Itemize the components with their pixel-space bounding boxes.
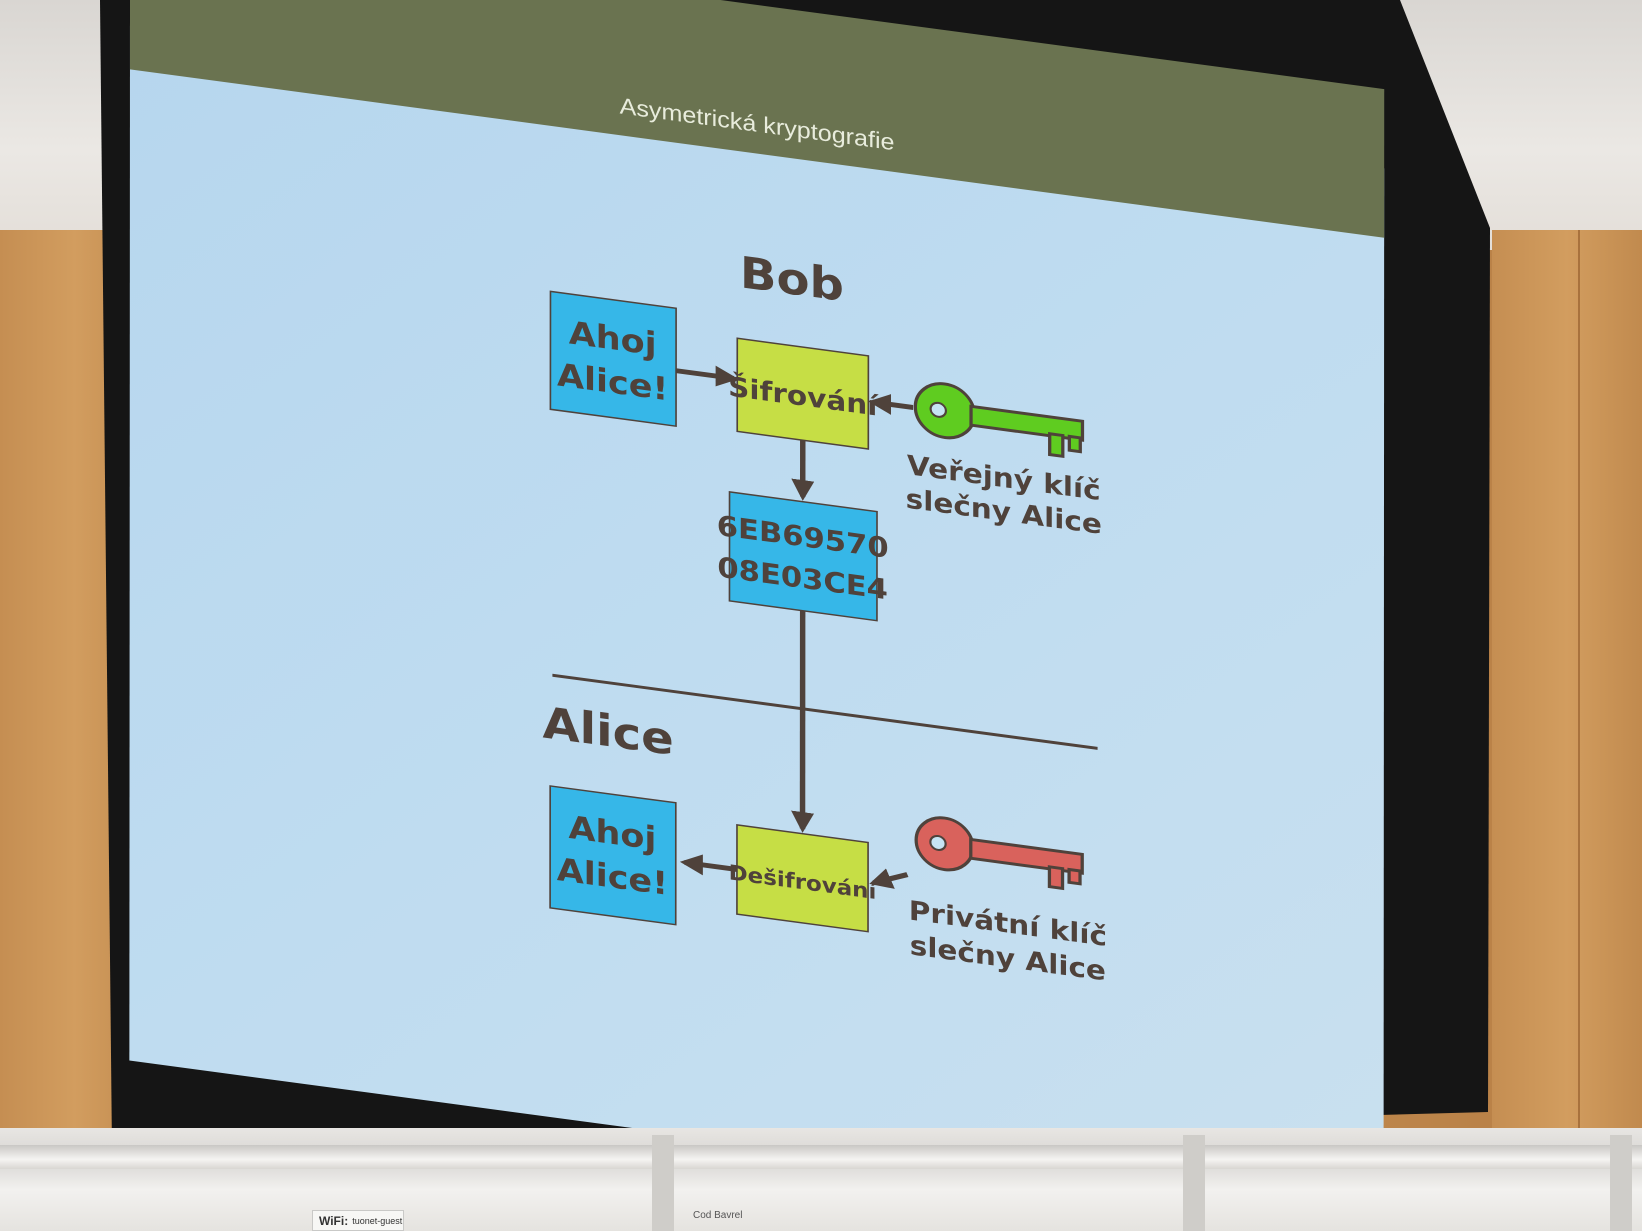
slide-title-bar bbox=[129, 0, 1385, 238]
wifi-note: WiFi: tuonet-guest bbox=[312, 1210, 404, 1231]
divider-line bbox=[552, 673, 1098, 750]
whiteboard-post bbox=[1610, 1135, 1632, 1231]
whiteboard-post bbox=[1183, 1135, 1205, 1231]
arrow-private-key-to-decrypt bbox=[869, 868, 909, 889]
slide-background bbox=[129, 0, 1385, 1229]
wifi-network: tuonet-guest bbox=[352, 1215, 403, 1226]
wood-wall-right bbox=[1492, 230, 1642, 1130]
arrow-public-key-to-encrypt bbox=[868, 394, 914, 415]
public-key-icon bbox=[913, 382, 1085, 459]
whiteboard-rail bbox=[0, 1128, 1642, 1231]
slide: Asymetrická kryptografie Bob Ahoj Alice!… bbox=[129, 0, 1385, 1229]
board-scribble: Cod Bavrel bbox=[693, 1210, 743, 1221]
plaintext-box-bottom bbox=[549, 785, 677, 926]
plaintext-box-top bbox=[549, 290, 677, 428]
arrow-plaintext-to-encrypt bbox=[676, 365, 739, 387]
whiteboard-ledge bbox=[0, 1145, 1642, 1169]
private-key-icon bbox=[914, 816, 1084, 891]
whiteboard-post bbox=[652, 1135, 674, 1231]
arrow-decrypt-to-plaintext bbox=[679, 854, 737, 876]
wood-seam bbox=[1578, 230, 1580, 1130]
wifi-label: WiFi: bbox=[319, 1213, 349, 1228]
